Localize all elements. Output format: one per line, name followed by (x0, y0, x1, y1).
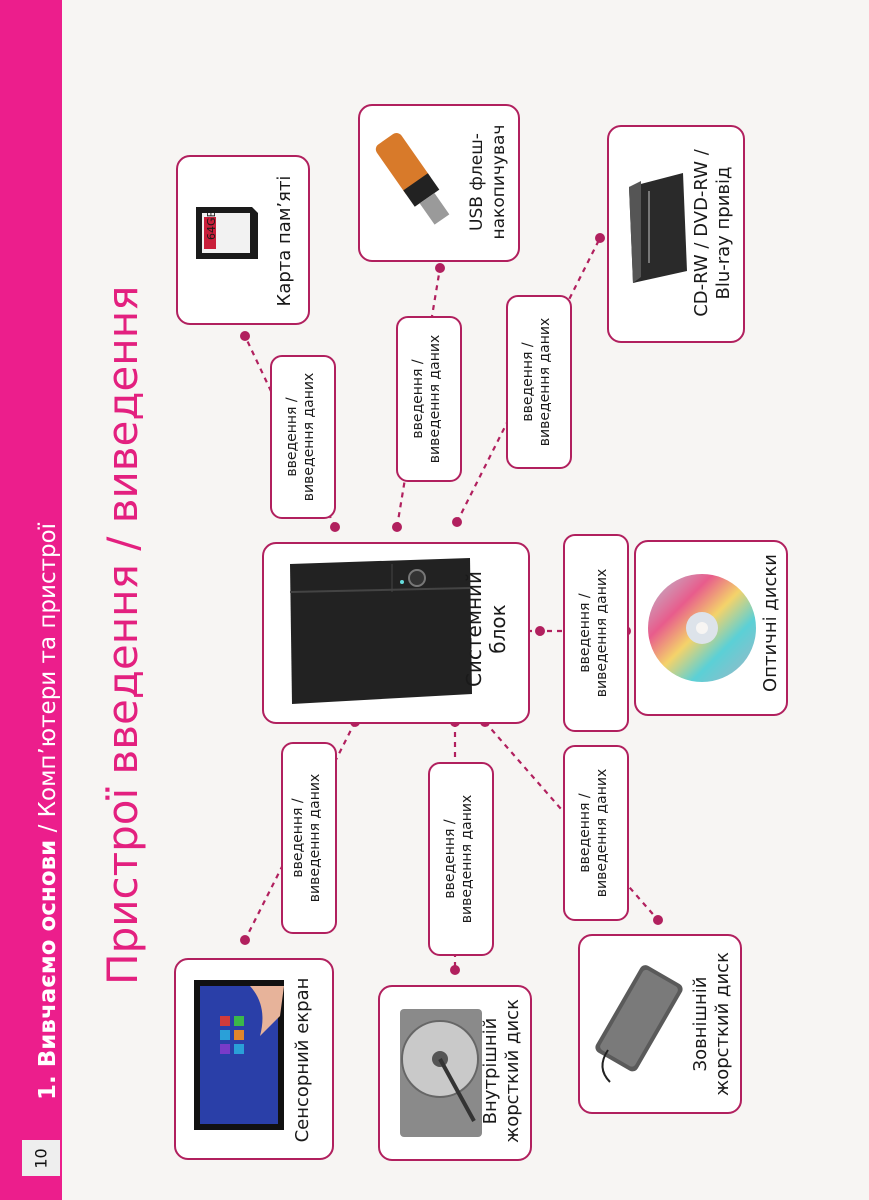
usb-label: USB флеш- накопичувач (467, 124, 509, 240)
external-hdd-icon (595, 965, 683, 1083)
memory-card-label: Карта пам’яті (274, 175, 295, 307)
optical-disks-box: Оптичні диски (634, 540, 788, 716)
memory-card-box: 64GB Карта пам’яті (176, 155, 310, 325)
io-label: введення / виведення даних (506, 295, 572, 469)
io-label-text: введення / виведення даних (577, 768, 610, 898)
dot (535, 626, 545, 636)
optical-drive-label: CD-RW / DVD-RW / Blu-ray привід (691, 149, 734, 317)
optical-drive-icon (629, 173, 687, 283)
dot (240, 935, 250, 945)
io-label: введення / виведення даних (428, 762, 494, 956)
dot (452, 517, 462, 527)
io-label-text: введення / виведення даних (410, 334, 443, 464)
io-label: введення / виведення даних (270, 355, 336, 519)
io-label: введення / виведення даних (396, 316, 462, 482)
io-label: введення / виведення даних (563, 745, 629, 921)
external-hdd-box: Зовнішній жорсткий диск (578, 934, 742, 1114)
side-band (0, 0, 62, 1200)
touch-screen-icon (194, 980, 284, 1130)
system-unit-box: Системний блок (262, 542, 530, 724)
memory-card-print: 64GB (205, 209, 218, 241)
memory-card-icon (196, 207, 258, 259)
internal-hdd-box: Внутрішній жорсткий диск (378, 985, 532, 1161)
dot (653, 915, 663, 925)
usb-box: USB флеш- накопичувач (358, 104, 520, 262)
dot (595, 233, 605, 243)
dot (330, 522, 340, 532)
dot (450, 965, 460, 975)
optical-drive-box: CD-RW / DVD-RW / Blu-ray привід (607, 125, 745, 343)
io-label-text: введення / виведення даних (577, 568, 610, 698)
system-unit-icon (289, 558, 472, 704)
io-label-text: введення / виведення даних (290, 773, 323, 903)
usb-icon (375, 132, 450, 225)
dot (392, 522, 402, 532)
hdd-icon (400, 1009, 482, 1137)
internal-hdd-label: Внутрішній жорсткий диск (480, 999, 523, 1143)
touch-screen-box: Сенсорний екран (174, 958, 334, 1160)
io-label: введення / виведення даних (563, 534, 629, 732)
io-label: введення / виведення даних (281, 742, 337, 934)
external-hdd-label: Зовнішній жорсткий диск (690, 952, 733, 1096)
io-label-text: введення / виведення даних (284, 372, 317, 502)
page-number-box: 10 (22, 1140, 60, 1176)
optical-disc-icon (648, 574, 756, 682)
dot (435, 263, 445, 273)
io-label-text: введення / виведення даних (520, 317, 553, 447)
optical-disks-label: Оптичні диски (760, 554, 781, 692)
dot (240, 331, 250, 341)
system-unit-label: Системний блок (462, 570, 510, 688)
io-label-text: введення / виведення даних (442, 794, 475, 924)
touch-screen-label: Сенсорний екран (292, 977, 313, 1143)
